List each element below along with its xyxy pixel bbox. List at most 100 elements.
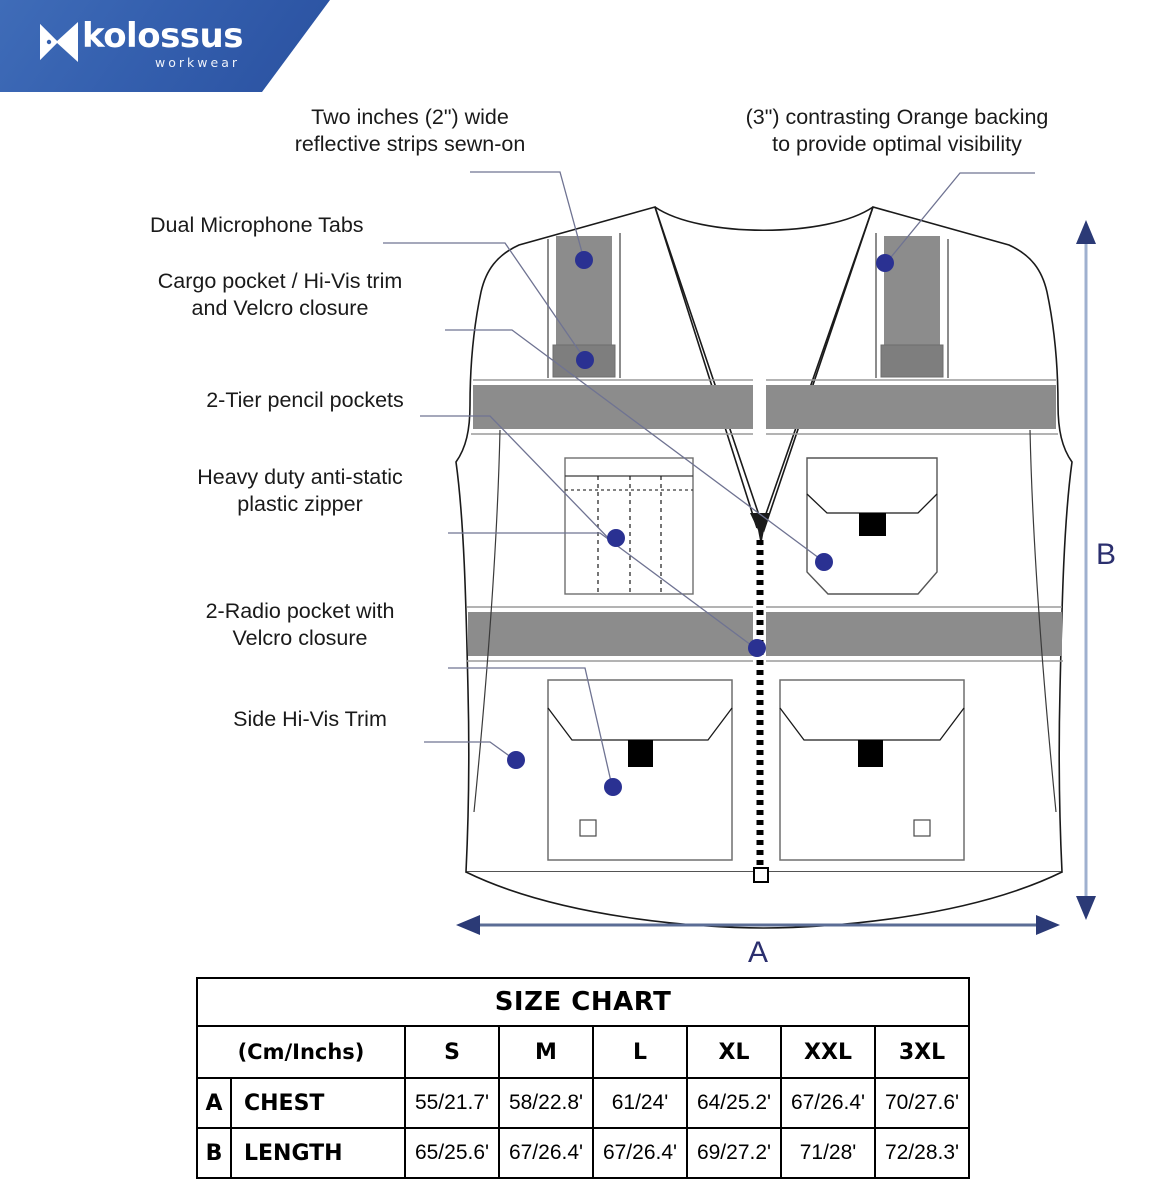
size-header-3xl: 3XL (874, 1025, 970, 1079)
length-s: 65/25.6' (404, 1127, 500, 1179)
reflective-band-lower-right (766, 612, 1062, 656)
pocket-detail-square-right (913, 819, 931, 837)
table-row: A CHEST 55/21.7' 58/22.8' 61/24' 64/25.2… (196, 1077, 970, 1129)
table-row: B LENGTH 65/25.6' 67/26.4' 67/26.4' 69/2… (196, 1127, 970, 1179)
microphone-tab-right (880, 344, 944, 378)
callout-line-1: 2-Radio pocket with (205, 599, 395, 623)
size-header-l: L (592, 1025, 688, 1079)
size-header-xxl: XXL (780, 1025, 876, 1079)
callout-side-trim: Side Hi-Vis Trim (160, 706, 460, 733)
callout-line-1: Side Hi-Vis Trim (233, 707, 387, 731)
side-trim-seam-right (1029, 429, 1057, 813)
callout-line-2: plastic zipper (237, 492, 363, 516)
brand-banner: kolossus workwear (0, 0, 330, 92)
velcro-patch-lower-left (628, 740, 653, 767)
chest-m: 58/22.8' (498, 1077, 594, 1129)
chest-s: 55/21.7' (404, 1077, 500, 1129)
vest-right-front-edge (760, 206, 874, 529)
leader-orange (886, 172, 1035, 263)
callout-microphone-tabs: Dual Microphone Tabs (150, 212, 460, 239)
cargo-pocket-lower-right (779, 679, 965, 861)
callout-line-1: (3") contrasting Orange backing (745, 105, 1049, 129)
dim-arrowhead-a-right (1036, 915, 1060, 935)
leader-pencil (420, 415, 616, 546)
leader-side (424, 741, 516, 761)
kolossus-x-mark-icon (40, 22, 78, 62)
callout-line-2: reflective strips sewn-on (294, 132, 526, 156)
reflective-band-lower-left (468, 612, 753, 656)
zipper-stop-box (753, 867, 769, 883)
velcro-patch-lower-right (858, 740, 883, 767)
brand-lockup: kolossus workwear (38, 18, 244, 70)
leader-cargo (445, 329, 824, 562)
callout-marker-dots (507, 251, 894, 796)
chest-l: 61/24' (592, 1077, 688, 1129)
row-label-length: LENGTH (230, 1127, 406, 1179)
marker-mic (576, 351, 594, 369)
marker-reflective (575, 251, 593, 269)
pocket-detail-square-left (579, 819, 597, 837)
dim-arrowhead-a-left (456, 915, 480, 935)
length-m: 67/26.4' (498, 1127, 594, 1179)
chest-3xl: 70/27.6' (874, 1077, 970, 1129)
callout-line-1: Heavy duty anti-static (197, 465, 403, 489)
chest-xxl: 67/26.4' (780, 1077, 876, 1129)
callout-reflective-strips: Two inches (2") wide reflective strips se… (260, 104, 560, 158)
callout-line-2: Velcro closure (232, 626, 368, 650)
vest-left-front-edge (654, 206, 758, 529)
marker-zipper (748, 639, 766, 657)
leader-zipper (448, 532, 756, 649)
marker-pencil (607, 529, 625, 547)
dim-arrowhead-b-bottom (1076, 896, 1096, 920)
size-chart-header-row: (Cm/Inchs) S M L XL XXL 3XL (196, 1025, 970, 1079)
size-header-m: M (498, 1025, 594, 1079)
size-chart-unit-header: (Cm/Inchs) (196, 1025, 406, 1079)
callout-line-1: Cargo pocket / Hi-Vis trim (157, 269, 403, 293)
dim-arrowhead-b-top (1076, 220, 1096, 244)
callout-line-2: to provide optimal visibility (772, 132, 1022, 156)
length-3xl: 72/28.3' (874, 1127, 970, 1179)
leader-mic (383, 242, 585, 359)
size-header-s: S (404, 1025, 500, 1079)
leader-reflective (470, 171, 584, 257)
callout-line-1: Dual Microphone Tabs (150, 213, 364, 237)
callout-pencil-pockets: 2-Tier pencil pockets (150, 387, 460, 414)
callout-zipper: Heavy duty anti-static plastic zipper (140, 464, 460, 518)
zipper-pull-icon (750, 513, 770, 546)
reflective-band-upper-left (473, 385, 753, 429)
dimension-label-a: A (748, 936, 769, 969)
callout-orange-backing: (3") contrasting Orange backing to provid… (672, 104, 1122, 158)
leader-radio (448, 667, 613, 787)
length-l: 67/26.4' (592, 1127, 688, 1179)
size-chart-table: SIZE CHART (Cm/Inchs) S M L XL XXL 3XL A… (196, 977, 970, 1179)
marker-orange (876, 254, 894, 272)
length-xxl: 71/28' (780, 1127, 876, 1179)
brand-wordmark: kolossus workwear (82, 18, 244, 70)
row-key-b: B (196, 1127, 232, 1179)
marker-cargo (815, 553, 833, 571)
length-xl: 69/27.2' (686, 1127, 782, 1179)
callout-line-2: and Velcro closure (191, 296, 369, 320)
marker-side (507, 751, 525, 769)
cargo-pocket-lower-left (547, 679, 733, 861)
row-key-a: A (196, 1077, 232, 1129)
vest-neckline (654, 206, 874, 232)
vest-bottom-hem (465, 871, 1063, 929)
velcro-patch-upper-right (859, 513, 886, 536)
chest-xl: 64/25.2' (686, 1077, 782, 1129)
side-trim-seam-left (473, 429, 501, 813)
pencil-pocket-outer (564, 457, 694, 595)
reflective-band-upper-right (766, 385, 1056, 429)
size-chart-title-row: SIZE CHART (196, 977, 970, 1027)
callout-line-1: Two inches (2") wide (311, 105, 509, 129)
dimension-label-b: B (1096, 538, 1117, 571)
size-chart-title: SIZE CHART (196, 977, 970, 1027)
callout-cargo-pocket: Cargo pocket / Hi-Vis trim and Velcro clo… (100, 268, 460, 322)
size-header-xl: XL (686, 1025, 782, 1079)
marker-radio (604, 778, 622, 796)
